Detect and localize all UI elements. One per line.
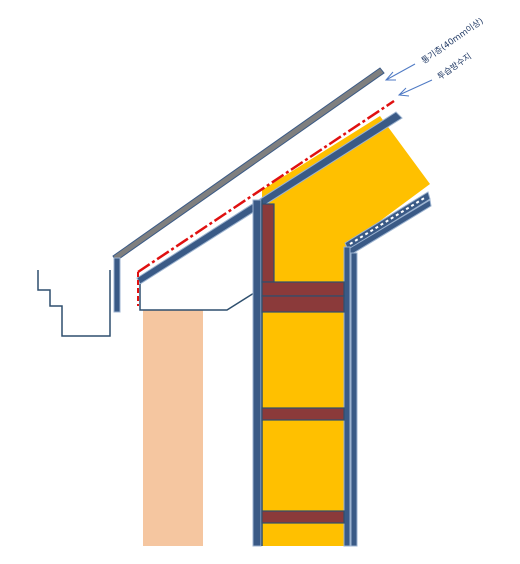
nogging-bottom <box>261 510 345 524</box>
fascia-board <box>113 257 121 313</box>
label-air-layer: 통기층(40mm이상) <box>419 16 485 67</box>
membrane-line <box>137 99 395 274</box>
left-stud <box>252 199 262 547</box>
gutter <box>37 270 111 337</box>
arrow-membrane <box>398 79 433 96</box>
label-membrane: 투습방수지 <box>435 51 473 82</box>
timber-post <box>261 203 275 283</box>
top-plate-lower <box>261 295 345 313</box>
right-stud-outer <box>350 252 358 547</box>
arrow-air-layer <box>385 63 416 81</box>
nogging-middle <box>261 407 345 421</box>
soffit <box>139 284 263 311</box>
right-stud <box>343 246 351 547</box>
vapor-barrier-line <box>349 196 427 245</box>
arrowhead-air-layer <box>384 71 396 81</box>
top-plate-upper <box>261 281 345 297</box>
brick-wall <box>143 310 203 546</box>
arrowhead-membrane <box>397 87 410 97</box>
